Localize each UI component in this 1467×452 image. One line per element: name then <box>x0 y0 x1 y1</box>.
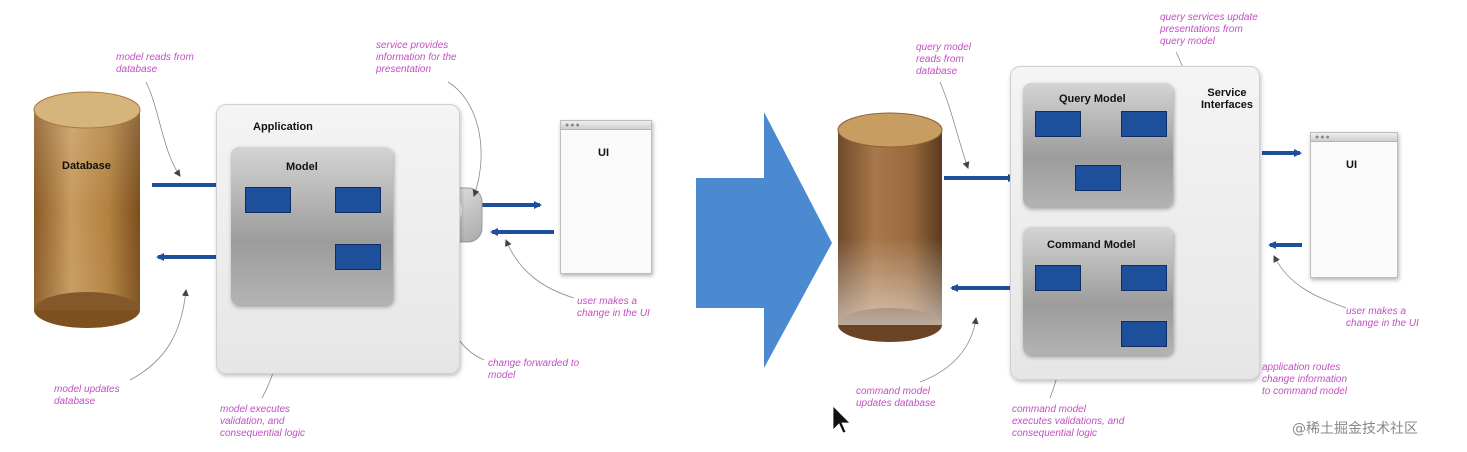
query-model-box: Query Model <box>1023 83 1173 207</box>
application-box: Application Model <box>216 104 460 374</box>
note-query-services: query services update presentations from… <box>1160 12 1258 47</box>
right-database-cylinder <box>837 112 943 342</box>
left-ui-window: ●●● UI <box>560 120 652 274</box>
window-title-bar: ●●● <box>561 121 651 130</box>
watermark: @稀土掘金技术社区 <box>1292 421 1418 437</box>
command-model-label: Command Model <box>1047 239 1136 251</box>
model-box: Model <box>231 147 393 305</box>
command-model-box: Command Model <box>1023 227 1173 355</box>
model-component <box>335 244 381 270</box>
command-component <box>1121 265 1167 291</box>
left-ui-label: UI <box>598 147 609 159</box>
application-label: Application <box>253 121 313 133</box>
query-component <box>1075 165 1121 191</box>
window-title-bar: ●●● <box>1311 133 1397 142</box>
left-database-cylinder <box>33 91 141 328</box>
note-command-executes: command model executes validations, and … <box>1012 404 1125 439</box>
note-command-updates: command model updates database <box>856 386 936 409</box>
window-controls-icon: ●●● <box>1315 134 1331 141</box>
note-model-executes: model executes validation, and consequen… <box>220 404 306 439</box>
service-container-box: Service Interfaces Query Model Command M… <box>1010 66 1260 380</box>
note-query-reads: query model reads from database <box>916 42 972 77</box>
window-controls-icon: ●●● <box>565 122 581 129</box>
mouse-cursor-icon <box>832 405 851 434</box>
model-component <box>245 187 291 213</box>
note-service-provides: service provides information for the pre… <box>376 40 457 75</box>
right-ui-label: UI <box>1346 159 1357 171</box>
note-left-user-change: user makes a change in the UI <box>577 296 650 319</box>
note-app-routes: application routes change information to… <box>1262 362 1348 397</box>
right-ui-window: ●●● UI <box>1310 132 1398 278</box>
query-model-label: Query Model <box>1059 93 1126 105</box>
query-component <box>1121 111 1167 137</box>
note-model-reads: model reads from database <box>116 52 194 75</box>
query-component <box>1035 111 1081 137</box>
model-component <box>335 187 381 213</box>
command-component <box>1035 265 1081 291</box>
note-right-user-change: user makes a change in the UI <box>1346 306 1419 329</box>
note-change-forwarded: change forwarded to model <box>488 358 580 381</box>
service-interfaces-label: Service Interfaces <box>1201 87 1253 111</box>
command-component <box>1121 321 1167 347</box>
model-label: Model <box>286 161 318 173</box>
transformation-arrow <box>696 112 832 368</box>
left-database-label: Database <box>62 160 111 172</box>
note-model-updates: model updates database <box>54 384 120 407</box>
